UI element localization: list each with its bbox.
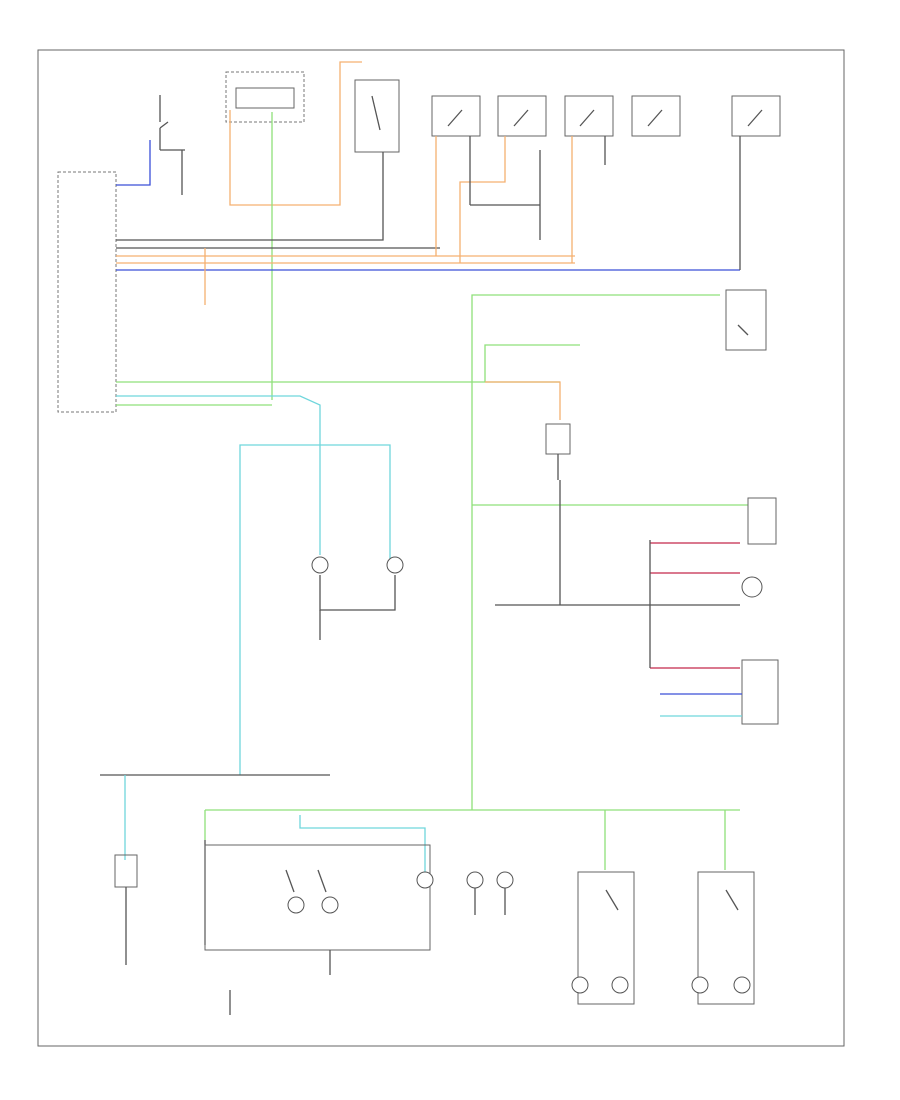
map-lamp-right [321,896,339,914]
hood-switch [354,79,400,153]
middle-wiring [116,289,779,810]
door-switch-4 [564,95,614,137]
vanity-lamp-left [577,871,635,1005]
vanity-lamp-right [697,871,755,1005]
dome-lamp [416,871,434,889]
vanity-bulb-4 [733,976,751,994]
courtesy-lamp-right [386,556,404,574]
reading-lamp-right [496,871,514,889]
diagram-frame [37,49,845,1047]
relay-coil [235,87,295,109]
glove-box-switch [725,289,767,351]
control-relay [225,71,305,123]
door-switch-2 [431,95,481,137]
top-switch-row [159,71,781,153]
door-switch-5 [631,95,681,137]
keyless-module [741,659,779,725]
lamp-module-left [114,854,138,888]
courtesy-lamp-left [311,556,329,574]
top-wiring [116,61,741,400]
lower-wiring [100,774,755,1015]
map-lamp-left [287,896,305,914]
trunk-switch [747,497,777,545]
vanity-bulb-3 [691,976,709,994]
door-switch-3 [497,95,547,137]
interior-lamp-assembly [204,844,431,951]
vanity-bulb-2 [611,976,629,994]
vanity-bulb-1 [571,976,589,994]
door-switch-6 [731,95,781,137]
main-module [57,171,117,413]
reading-lamp-left [466,871,484,889]
courtesy-relay [545,423,571,455]
trunk-lamp [741,576,763,598]
door-switch-left-front [159,95,169,150]
